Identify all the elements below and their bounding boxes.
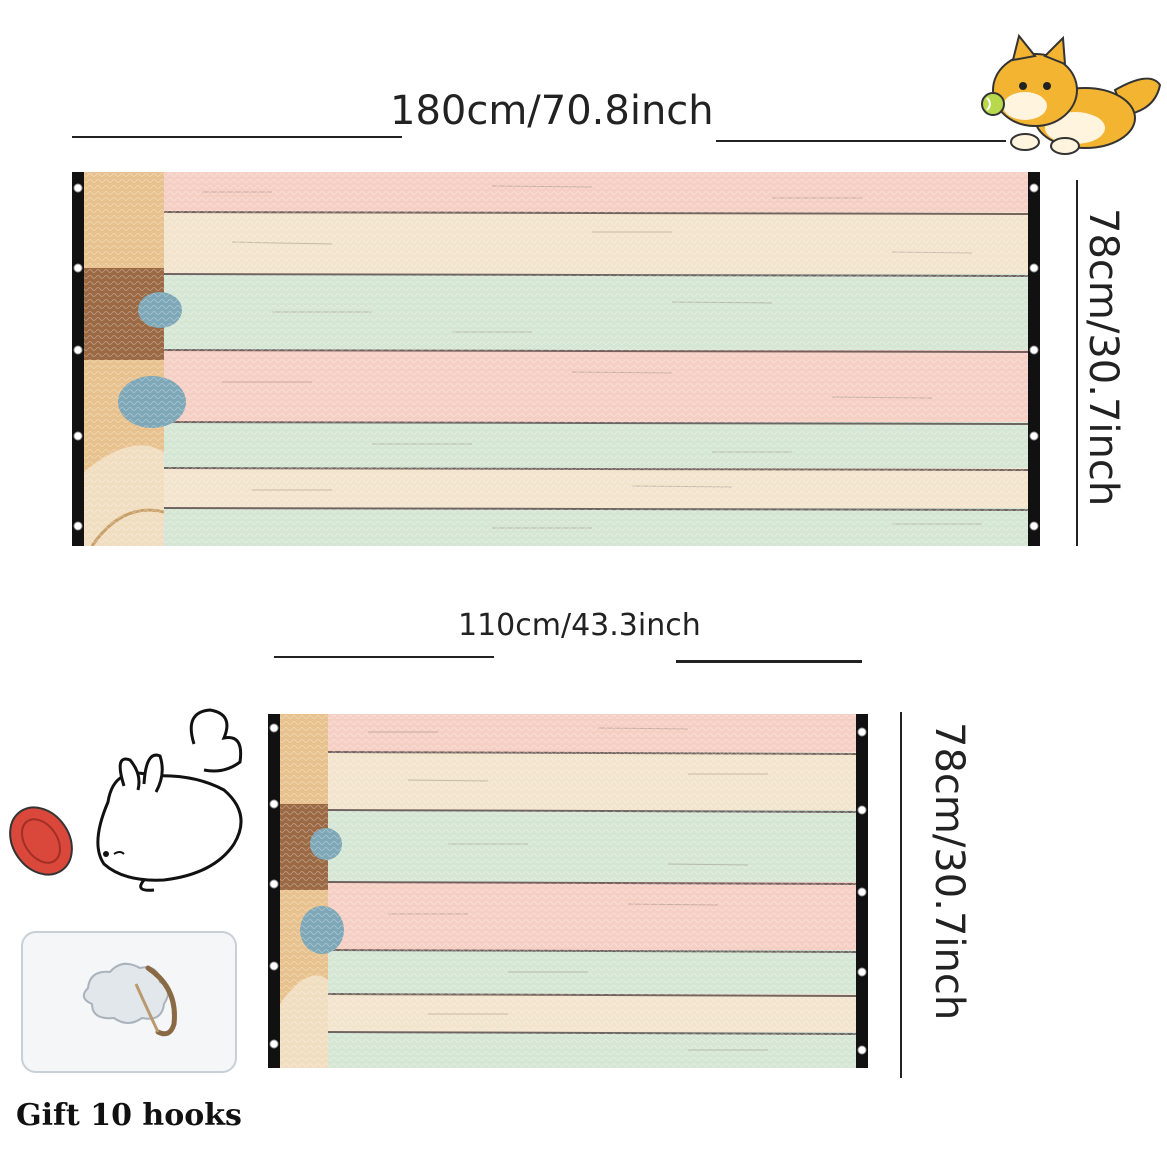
- small-fence-panel-graphic: [268, 714, 868, 1068]
- small-height-label: 78cm/30.7inch: [926, 722, 972, 1021]
- large-width-label: 180cm/70.8inch: [390, 88, 714, 134]
- small-width-line-left: [274, 656, 494, 658]
- frisbee-icon: [4, 804, 78, 878]
- large-height-label: 78cm/30.7inch: [1080, 208, 1126, 507]
- adhesive-hook-icon: [18, 928, 242, 1076]
- small-width-label: 110cm/43.3inch: [458, 608, 701, 643]
- small-fence-panel: [268, 714, 868, 1068]
- large-height-line: [1076, 180, 1078, 546]
- large-width-line-left: [72, 136, 402, 138]
- small-height-line: [900, 712, 902, 1078]
- large-width-line-right: [716, 140, 1006, 142]
- rabbit-icon: [84, 704, 254, 894]
- large-fence-panel: [72, 172, 1040, 546]
- large-fence-panel-graphic: [72, 172, 1040, 546]
- shiba-dog-icon: [975, 30, 1167, 160]
- small-width-line-right: [676, 660, 862, 663]
- gift-caption: Gift 10 hooks: [16, 1098, 242, 1133]
